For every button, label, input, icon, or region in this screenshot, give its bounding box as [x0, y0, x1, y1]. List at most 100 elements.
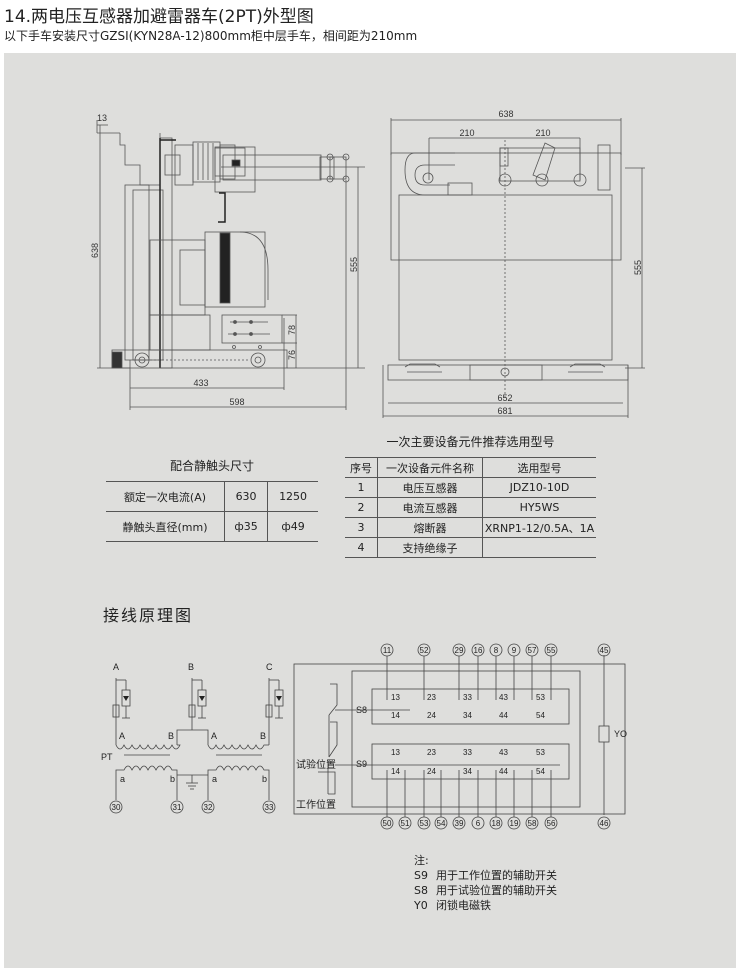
note-item: Y0 闭锁电磁铁 — [414, 898, 557, 913]
terminal-9: 9 — [507, 643, 521, 657]
table-cell: ф49 — [267, 511, 318, 542]
svg-text:33: 33 — [265, 803, 274, 812]
terminal-6: 6 — [471, 816, 485, 830]
table-cell: 2 — [345, 497, 378, 518]
svg-text:55: 55 — [547, 646, 556, 655]
table-cell: 支持绝缘子 — [377, 537, 483, 558]
contact-label: 14 — [391, 767, 400, 776]
table-cell: 熔断器 — [377, 517, 483, 538]
table-cell: 4 — [345, 537, 378, 558]
secondary-b1: b — [170, 774, 175, 784]
contact-table: 额定一次电流(A) 630 1250 静触头直径(mm) ф35 ф49 — [106, 481, 318, 542]
dim-652: 652 — [497, 393, 512, 403]
primary-left-a: A — [119, 731, 125, 741]
primary-left-b: B — [168, 731, 174, 741]
note-key: S8 — [414, 884, 428, 897]
contact-label: 33 — [463, 748, 472, 757]
svg-text:45: 45 — [600, 646, 609, 655]
secondary-a2: a — [212, 774, 217, 784]
svg-text:52: 52 — [420, 646, 429, 655]
contact-label: 33 — [463, 693, 472, 702]
dim-210-right: 210 — [535, 128, 550, 138]
svg-text:54: 54 — [437, 819, 446, 828]
contact-label: 53 — [536, 693, 545, 702]
terminal-39: 39 — [452, 816, 466, 830]
svg-text:46: 46 — [600, 819, 609, 828]
table-cell: XRNP1-12/0.5A、1A — [482, 517, 596, 538]
contact-label: 54 — [536, 767, 545, 776]
dim-76: 76 — [287, 350, 297, 360]
page-subtitle: 以下手车安装尺寸GZSI(KYN28A-12)800mm柜中层手车，相间距为21… — [4, 29, 418, 43]
note-text: 闭锁电磁铁 — [436, 899, 491, 912]
table-cell: JDZ10-10D — [482, 477, 596, 498]
terminal-54: 54 — [434, 816, 448, 830]
terminal-52: 52 — [417, 643, 431, 657]
contact-label: 24 — [427, 711, 436, 720]
note-key: Y0 — [414, 899, 428, 912]
contact-label: 13 — [391, 693, 400, 702]
svg-text:18: 18 — [492, 819, 501, 828]
phase-label-b: B — [188, 662, 194, 672]
svg-text:53: 53 — [420, 819, 429, 828]
dim-638-front: 638 — [498, 109, 513, 119]
terminal-45: 45 — [597, 643, 611, 657]
dim-555-front: 555 — [633, 260, 643, 275]
table-cell: 电流互感器 — [377, 497, 483, 518]
svg-text:56: 56 — [547, 819, 556, 828]
table-cell: 630 — [224, 481, 269, 512]
svg-text:39: 39 — [455, 819, 464, 828]
primary-right-b: B — [260, 731, 266, 741]
terminal-55: 55 — [544, 643, 558, 657]
page-title: 14.两电压互感器加避雷器车(2PT)外型图 — [4, 7, 314, 27]
svg-text:31: 31 — [173, 803, 182, 812]
primary-right-a: A — [211, 731, 217, 741]
terminal-31: 31 — [170, 800, 184, 814]
terminal-50: 50 — [380, 816, 394, 830]
contact-label: 44 — [499, 767, 508, 776]
phase-label-c: C — [266, 662, 273, 672]
terminal-57: 57 — [525, 643, 539, 657]
contact-label: 13 — [391, 748, 400, 757]
table-header: 选用型号 — [517, 461, 562, 475]
component-table-title: 一次主要设备元件推荐选用型号 — [386, 435, 555, 449]
contact-label: 23 — [427, 748, 436, 757]
table-row: 静触头直径(mm) ф35 ф49 — [106, 511, 318, 542]
terminal-51: 51 — [398, 816, 412, 830]
dim-555-side: 555 — [349, 257, 359, 272]
terminal-58: 58 — [525, 816, 539, 830]
secondary-a1: a — [120, 774, 125, 784]
terminal-56: 56 — [544, 816, 558, 830]
svg-text:58: 58 — [528, 819, 537, 828]
contact-label: 34 — [463, 767, 472, 776]
s8-label: S8 — [356, 705, 367, 715]
table-cell: ф35 — [224, 511, 269, 542]
svg-text:32: 32 — [204, 803, 213, 812]
table-cell: 额定一次电流(A) — [106, 481, 225, 512]
dim-598: 598 — [229, 397, 244, 407]
svg-text:50: 50 — [383, 819, 392, 828]
contact-table-title: 配合静触头尺寸 — [169, 459, 254, 473]
svg-text:6: 6 — [476, 819, 481, 828]
table-header-row: 序号 一次设备元件名称 选用型号 — [345, 457, 596, 478]
table-cell — [482, 537, 596, 558]
terminal-30: 30 — [109, 800, 123, 814]
terminal-16: 16 — [471, 643, 485, 657]
dim-78: 78 — [287, 325, 297, 335]
test-position-label: 试验位置 — [296, 758, 336, 771]
table-cell: 静触头直径(mm) — [106, 511, 225, 542]
contact-label: 54 — [536, 711, 545, 720]
terminal-18: 18 — [489, 816, 503, 830]
table-row: 额定一次电流(A) 630 1250 — [106, 481, 318, 512]
contact-label: 44 — [499, 711, 508, 720]
table-cell: 1250 — [279, 490, 308, 503]
